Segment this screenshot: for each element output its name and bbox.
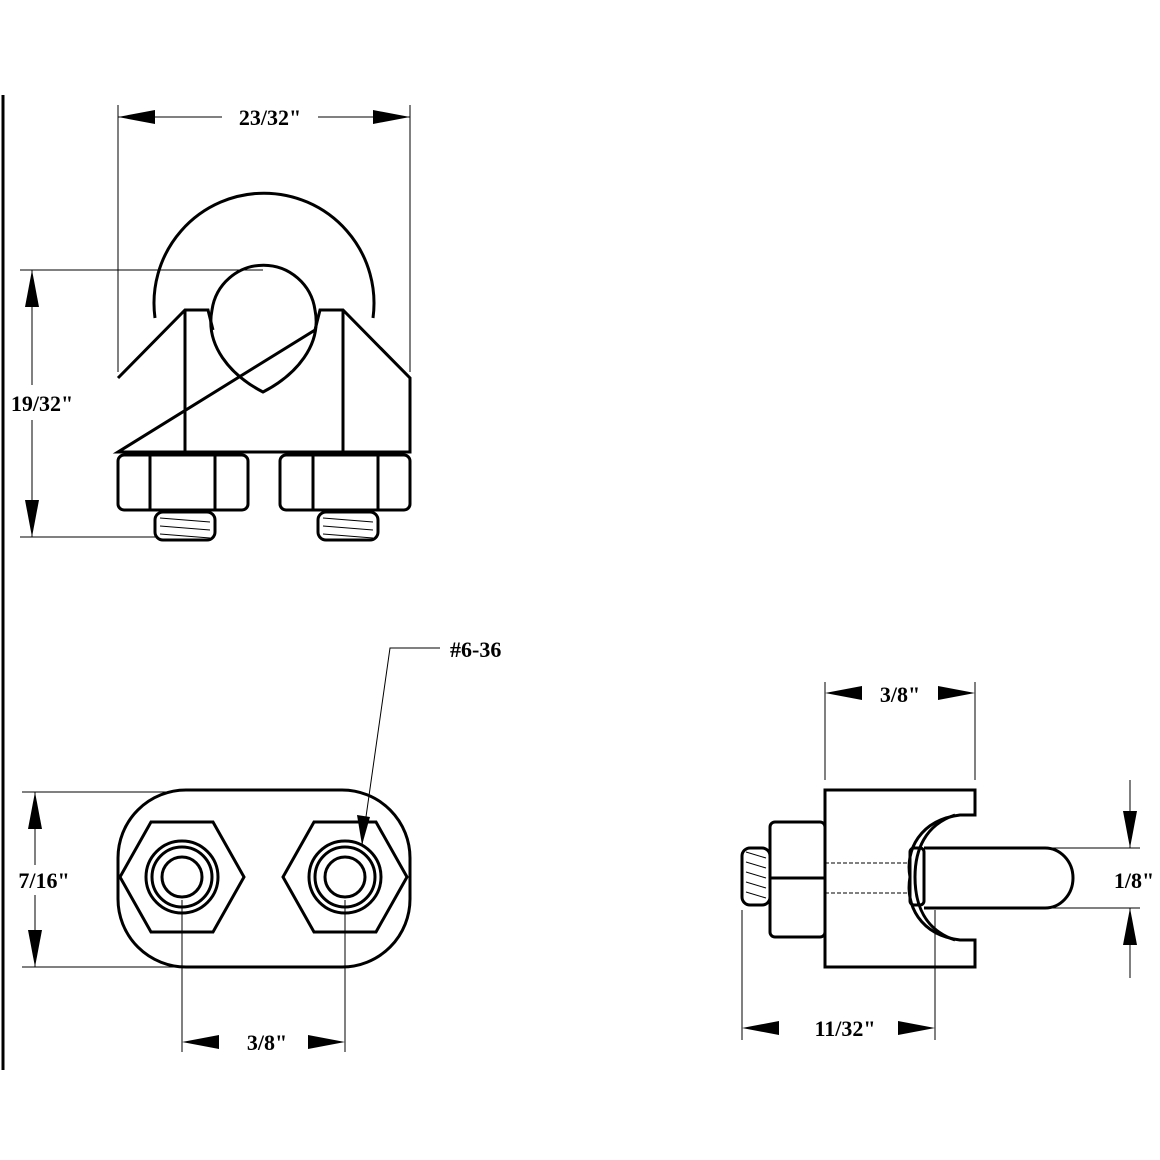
nut-left — [116, 453, 250, 512]
width-dimension: 23/32" — [239, 105, 301, 130]
u-bolt-arc — [152, 191, 376, 319]
nut-side — [768, 820, 827, 939]
height-dimension: 19/32" — [11, 391, 73, 416]
overall-length-dimension: 11/32" — [814, 1016, 875, 1041]
saddle-base — [116, 788, 412, 969]
cable-pin — [924, 846, 1075, 910]
thread-side — [740, 846, 926, 907]
spacing-dimension: 3/8" — [247, 1030, 287, 1055]
thread-callout: #6-36 — [450, 637, 501, 662]
front-view: 23/32" 19/32" — [11, 105, 412, 542]
nut-right — [278, 453, 412, 512]
cable-hole — [209, 263, 318, 394]
bottom-view: 3/8" 7/16" #6-36 — [18, 637, 501, 1055]
thread-left — [153, 510, 217, 542]
side-view: 3/8" 1/8" 11/32" — [740, 682, 1154, 1041]
thread-right — [316, 510, 380, 542]
base-height-dimension: 7/16" — [18, 868, 69, 893]
body-width-dimension: 3/8" — [880, 682, 920, 707]
cable-dimension: 1/8" — [1114, 868, 1154, 893]
saddle — [112, 308, 412, 454]
